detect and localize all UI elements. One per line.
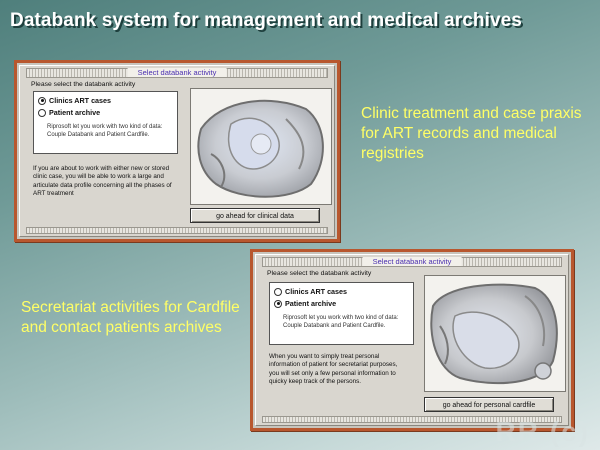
marble-relief-image (424, 275, 566, 392)
activity-radio-group: Clinics ART cases Patient archive Ripros… (33, 91, 178, 154)
radio-unselected-icon[interactable] (274, 287, 282, 296)
radio-selected-icon[interactable] (38, 96, 46, 105)
activity-prompt: Please select the databank activity (31, 81, 136, 88)
radio-label: Patient archive (285, 299, 337, 308)
caption-secretariat: Secretariat activities for Cardfile and … (21, 299, 240, 336)
relief-illustration (425, 276, 565, 391)
activity-info-text: When you want to simply treat personal i… (269, 353, 398, 385)
go-ahead-personal-cardfile-button[interactable]: go ahead for personal cardfile (424, 397, 554, 412)
caption-clinic: Clinic treatment and case praxis for ART… (361, 105, 582, 162)
marble-relief-image (190, 88, 332, 205)
radio-label: Clinics ART cases (285, 287, 348, 296)
window-title: Select databank activity (127, 68, 227, 77)
radio-clinics-art-cases[interactable]: Clinics ART cases (274, 287, 347, 296)
activity-radio-group: Clinics ART cases Patient archive Ripros… (269, 282, 414, 345)
relief-illustration (191, 89, 331, 204)
window-bottom-bar (262, 416, 562, 423)
window-titlebar[interactable]: Select databank activity (26, 68, 328, 78)
dialog-body: Select databank activity Please select t… (255, 254, 569, 426)
window-titlebar[interactable]: Select databank activity (262, 257, 562, 267)
radio-selected-icon[interactable] (274, 299, 282, 308)
window-title: Select databank activity (362, 257, 462, 266)
radio-unselected-icon[interactable] (38, 108, 46, 117)
radio-clinics-art-cases[interactable]: Clinics ART cases (38, 96, 111, 105)
radio-patient-archive[interactable]: Patient archive (274, 299, 336, 308)
select-activity-dialog-cardfile: Select databank activity Please select t… (250, 249, 574, 431)
go-ahead-clinical-data-button[interactable]: go ahead for clinical data (190, 208, 320, 223)
radio-label: Clinics ART cases (49, 96, 112, 105)
copyright-watermark: RR (c) (495, 416, 590, 447)
radio-patient-archive[interactable]: Patient archive (38, 108, 100, 117)
activity-info-text: If you are about to work with either new… (33, 165, 172, 197)
group-description: Riprosoft let you work with two kind of … (283, 315, 399, 329)
dialog-body: Select databank activity Please select t… (19, 65, 335, 237)
select-activity-dialog-clinic: Select databank activity Please select t… (14, 60, 340, 242)
group-description: Riprosoft let you work with two kind of … (47, 124, 163, 138)
activity-prompt: Please select the databank activity (267, 270, 372, 277)
slide-title: Databank system for management and medic… (10, 10, 522, 31)
window-bottom-bar (26, 227, 328, 234)
radio-label: Patient archive (49, 108, 101, 117)
